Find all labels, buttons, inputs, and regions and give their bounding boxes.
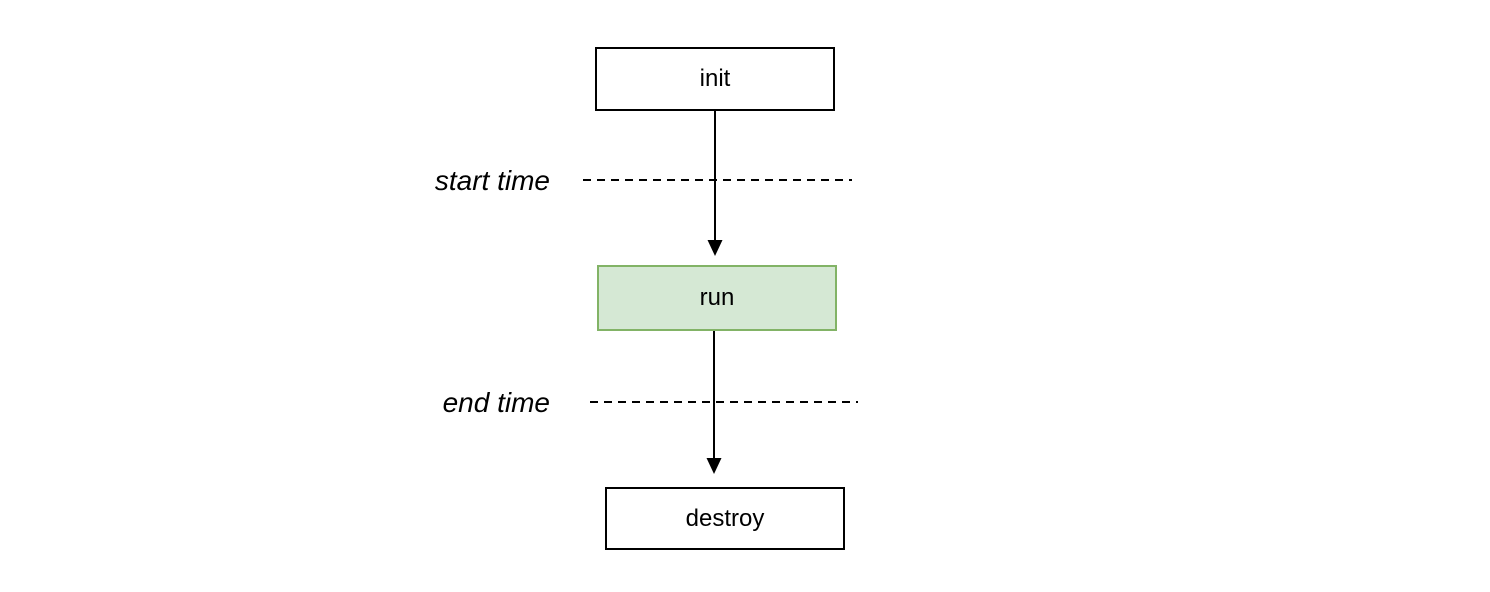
arrowhead-init-to-run-icon xyxy=(707,240,723,256)
node-destroy-label: destroy xyxy=(685,504,765,532)
node-run: run xyxy=(597,265,837,331)
node-destroy: destroy xyxy=(605,487,845,550)
arrowhead-run-to-destroy-icon xyxy=(706,458,722,474)
start-time-label: start time xyxy=(434,165,550,196)
node-run-label: run xyxy=(699,284,735,311)
end-time-label: end time xyxy=(442,387,550,418)
node-init-label: init xyxy=(699,65,731,92)
node-init: init xyxy=(595,47,835,111)
